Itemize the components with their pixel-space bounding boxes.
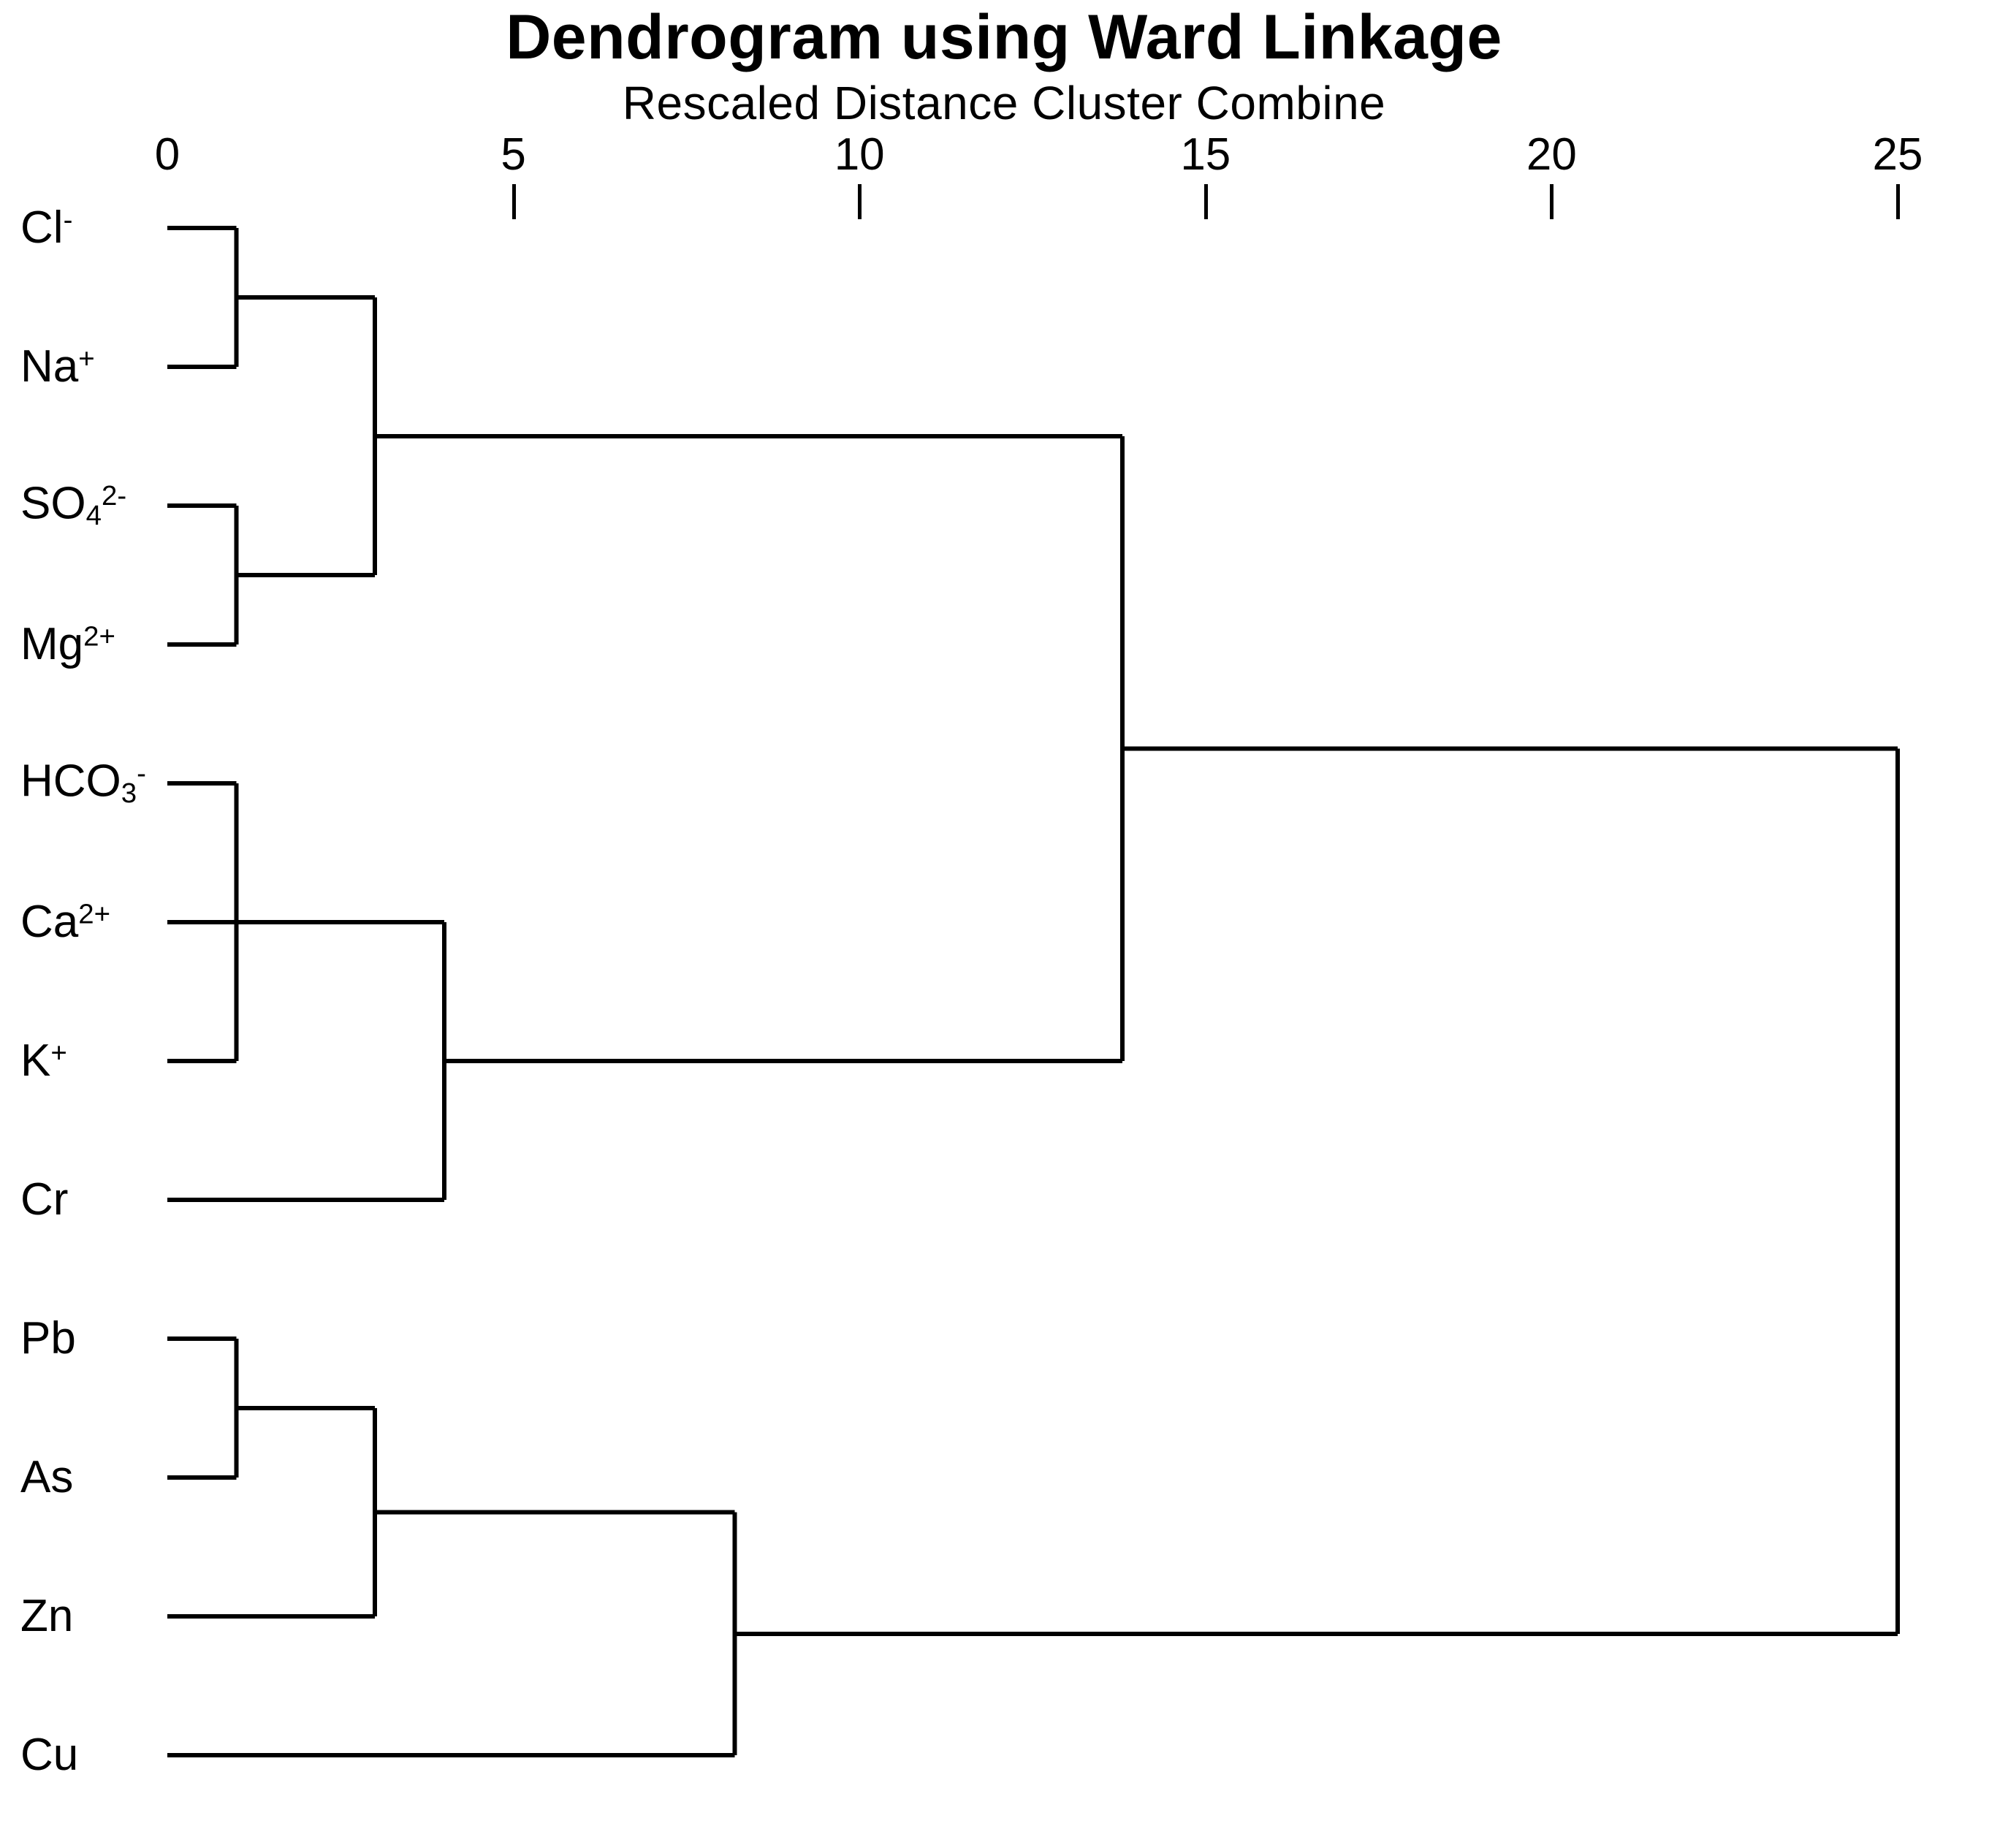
- leaf-label-Cr: Cr: [20, 1174, 69, 1225]
- x-tick-label-20: 20: [1526, 129, 1577, 180]
- leaf-label-As: As: [20, 1452, 74, 1502]
- leaf-label-K: K+: [20, 1035, 67, 1086]
- x-tick-mark-5: [511, 184, 516, 219]
- leaf-label-Cl: Cl-: [20, 202, 73, 253]
- x-tick-mark-25: [1896, 184, 1900, 219]
- x-tick-label-25: 25: [1872, 129, 1923, 180]
- x-tick-label-5: 5: [501, 129, 526, 180]
- chart-subtitle: Rescaled Distance Cluster Combine: [622, 77, 1386, 129]
- leaf-label-Na: Na+: [20, 341, 95, 392]
- leaf-label-HCO3: HCO3-: [20, 756, 146, 810]
- x-tick-mark-20: [1550, 184, 1554, 219]
- chart-title: Dendrogram using Ward Linkage: [506, 2, 1502, 72]
- x-tick-label-10: 10: [834, 129, 885, 180]
- leaf-label-Zn: Zn: [20, 1591, 74, 1641]
- leaf-label-Mg2: Mg2+: [20, 619, 115, 669]
- leaf-label-SO42: SO42-: [20, 478, 127, 532]
- leaf-label-Pb: Pb: [20, 1313, 76, 1364]
- x-tick-label-0: 0: [154, 129, 180, 180]
- x-tick-label-15: 15: [1180, 129, 1231, 180]
- leaf-label-Ca2: Ca2+: [20, 897, 111, 947]
- x-tick-mark-10: [858, 184, 862, 219]
- x-tick-mark-15: [1203, 184, 1208, 219]
- leaf-label-Cu: Cu: [20, 1730, 79, 1780]
